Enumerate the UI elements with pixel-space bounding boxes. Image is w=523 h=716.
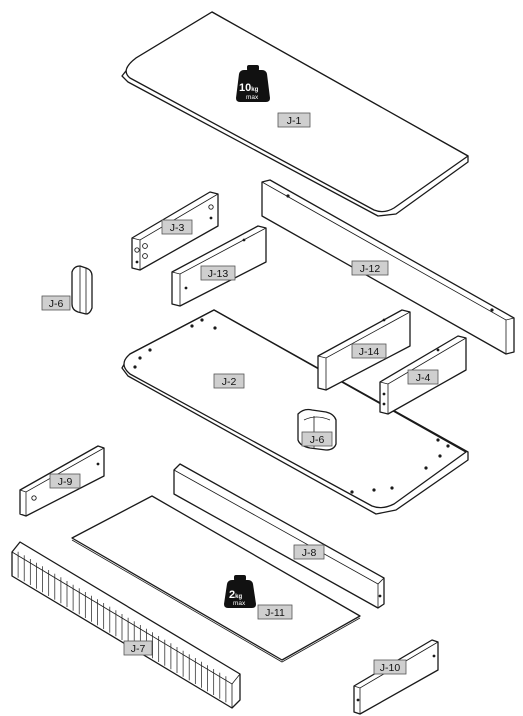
label-j11-text: J-11 (265, 607, 285, 619)
label-j9-text: J-9 (58, 476, 73, 488)
svg-text:2kg: 2kg (229, 589, 242, 601)
part-j11-back-panel: 2kg max J-11 (71, 495, 361, 663)
label-j2: J-2 (213, 373, 245, 389)
part-j8-front-rail: J-8 (173, 463, 385, 609)
label-j7: J-7 (123, 640, 153, 656)
weight-value-top: 10 (239, 82, 251, 94)
part-j13-divider: J-13 (171, 225, 267, 307)
label-j11: J-11 (257, 604, 293, 620)
label-j6-left: J-6 (41, 295, 71, 311)
weight-unit-back: kg (235, 594, 242, 600)
part-j7-slatted-panel: J-7 (11, 541, 241, 709)
weight-limit-icon-top: 10kg max (236, 65, 270, 102)
svg-text:10kg: 10kg (239, 82, 259, 94)
label-j6-center: J-6 (301, 431, 333, 447)
part-j2-bottom-shelf: J-2 (121, 309, 469, 515)
label-j12: J-12 (351, 260, 389, 276)
label-j9: J-9 (49, 473, 81, 489)
label-j14: J-14 (351, 343, 387, 359)
part-j1-top-shelf: 10kg max J-1 (121, 11, 469, 217)
label-j1: J-1 (277, 112, 311, 128)
slat-lines (17, 551, 227, 703)
weight-limit-icon-back: 2kg max (224, 575, 256, 608)
weight-max-back: max (233, 600, 246, 607)
label-j13: J-13 (200, 265, 236, 281)
label-j8: J-8 (293, 544, 325, 560)
label-j7-text: J-7 (131, 643, 146, 655)
part-j6-center-bracket: J-6 (297, 408, 337, 451)
label-j1-text: J-1 (287, 115, 302, 127)
part-j9-small-rail: J-9 (19, 445, 105, 517)
label-j12-text: J-12 (360, 263, 381, 275)
part-j14-divider: J-14 (317, 309, 411, 391)
label-j10-text: J-10 (380, 662, 401, 674)
weight-max-top: max (246, 94, 259, 101)
label-j13-text: J-13 (208, 268, 229, 280)
label-j4: J-4 (407, 369, 439, 385)
label-j2-text: J-2 (222, 376, 237, 388)
part-j12-back-rail: J-12 (261, 179, 515, 355)
label-j3: J-3 (161, 219, 193, 235)
label-j8-text: J-8 (302, 547, 317, 559)
weight-unit-top: kg (251, 87, 258, 93)
weight-value-back: 2 (229, 589, 235, 601)
part-j10-small-rail: J-10 (353, 639, 439, 715)
label-j6-center-text: J-6 (310, 434, 325, 446)
part-j3-side-panel: J-3 (131, 191, 219, 271)
label-j10: J-10 (373, 659, 407, 675)
part-j4-side-panel: J-4 (379, 335, 467, 415)
label-j14-text: J-14 (359, 346, 380, 358)
label-j3-text: J-3 (170, 222, 185, 234)
label-j4-text: J-4 (416, 372, 431, 384)
part-j6-left-bracket: J-6 (41, 265, 93, 315)
label-j6-left-text: J-6 (49, 298, 64, 310)
